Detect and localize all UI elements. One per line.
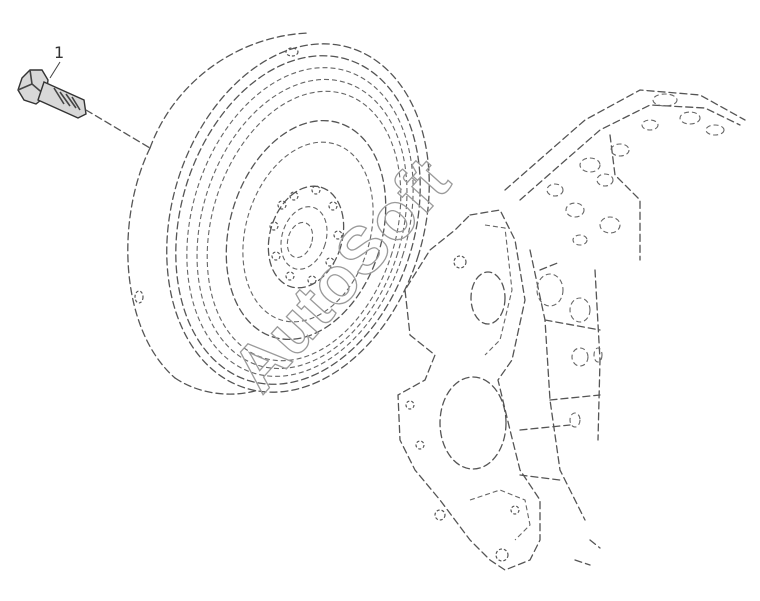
watermark-text: AutoSoft (217, 143, 464, 405)
flywheel (127, 32, 430, 395)
engine-block (504, 89, 746, 566)
adapter-plate (397, 209, 541, 571)
bolt (17, 61, 151, 149)
callout-label-bolt: 1 (54, 43, 65, 62)
